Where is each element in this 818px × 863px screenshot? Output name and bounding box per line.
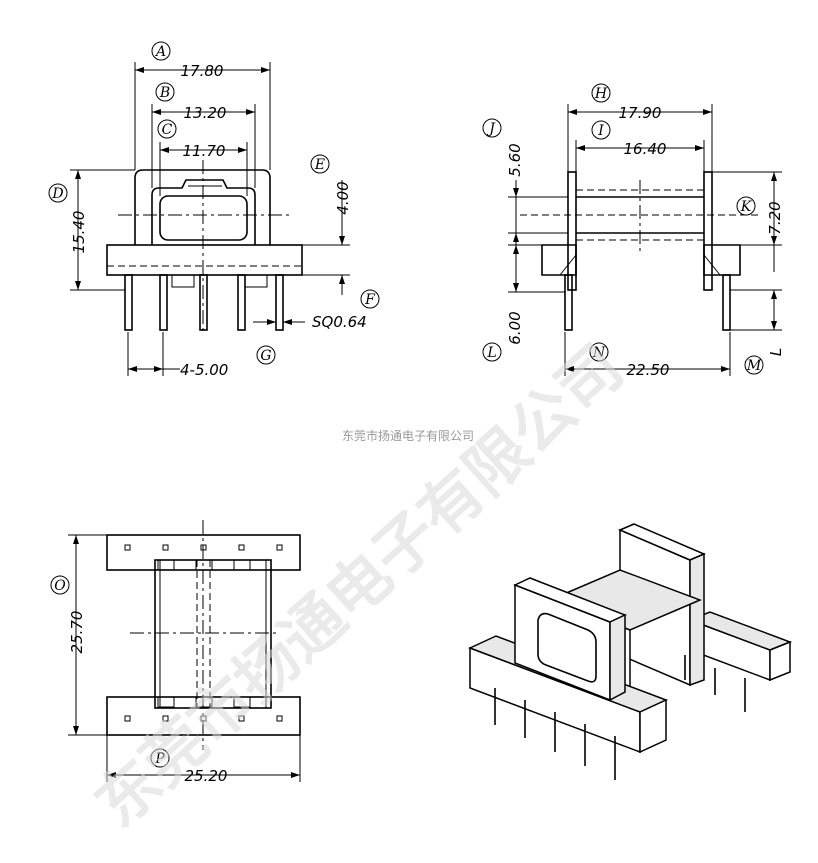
dim-p-value: 25.20 [185, 767, 228, 785]
dim-tag-d-label: D [51, 186, 63, 202]
dim-tag-l [482, 342, 502, 362]
dim-c-value: 11.70 [183, 142, 226, 160]
dim-tag-p [150, 748, 170, 768]
dim-i-value: 16.40 [624, 140, 667, 158]
dim-tag-n [589, 342, 609, 362]
dim-k-value: 7.20 [766, 201, 784, 234]
dim-tag-e [310, 154, 330, 174]
dim-tag-m-label: M [746, 358, 762, 374]
dim-j-value: 5.60 [506, 143, 524, 176]
watermark: 东莞市扬通电子有限公司 [81, 331, 637, 842]
dim-tag-o [50, 575, 70, 595]
top-view: O 25.70 P 25.20 [50, 520, 301, 785]
dim-tag-a [151, 41, 171, 61]
dim-tag-c [157, 119, 177, 139]
dim-tag-i-label: I [597, 123, 604, 139]
dim-tag-i [591, 120, 611, 140]
dim-tag-g [256, 345, 276, 365]
dim-tag-k-label: K [740, 199, 753, 215]
company-caption: 东莞市扬通电子有限公司 [342, 428, 474, 443]
dim-tag-o-label: O [54, 578, 66, 594]
dim-tag-b [155, 82, 175, 102]
dim-tag-c-label: C [162, 122, 173, 138]
dim-a-value: 17.80 [181, 62, 224, 80]
dim-n-value: 22.50 [627, 361, 670, 379]
dim-l-value: 6.00 [506, 311, 524, 344]
dim-tag-h [591, 83, 611, 103]
dim-tag-a-label: A [154, 44, 166, 60]
dim-h-value: 17.90 [619, 104, 662, 122]
dim-tag-n-label: N [592, 345, 606, 361]
dim-tag-d [48, 183, 68, 203]
dim-tag-h-label: H [594, 86, 608, 102]
dim-e-value: 4.00 [334, 181, 352, 214]
dim-g-value: 4-5.00 [180, 361, 228, 379]
front-view: A 17.80 B 13.20 C 11.70 D 15.40 E 4 [48, 41, 380, 379]
isometric-view [468, 523, 793, 780]
dim-m-value: L [767, 348, 785, 356]
dim-tag-e-label: E [314, 157, 325, 173]
dim-o-value: 25.70 [68, 611, 86, 654]
dim-d-value: 15.40 [70, 211, 88, 254]
dim-tag-k [736, 196, 756, 216]
side-view: H 17.90 I 16.40 J 5.60 K 7.20 L 6.00 [482, 83, 785, 379]
dim-tag-f-label: F [364, 292, 376, 308]
dim-tag-l-label: L [486, 345, 496, 361]
dim-tag-g-label: G [260, 348, 271, 364]
dim-f-value: SQ0.64 [312, 313, 367, 331]
dim-tag-f [360, 289, 380, 309]
dim-tag-b-label: B [159, 85, 170, 101]
dim-tag-j-label: J [486, 121, 496, 137]
dim-tag-j [482, 118, 502, 138]
dim-tag-m [744, 355, 764, 375]
dim-b-value: 13.20 [184, 104, 227, 122]
dim-tag-p-label: P [154, 751, 165, 767]
